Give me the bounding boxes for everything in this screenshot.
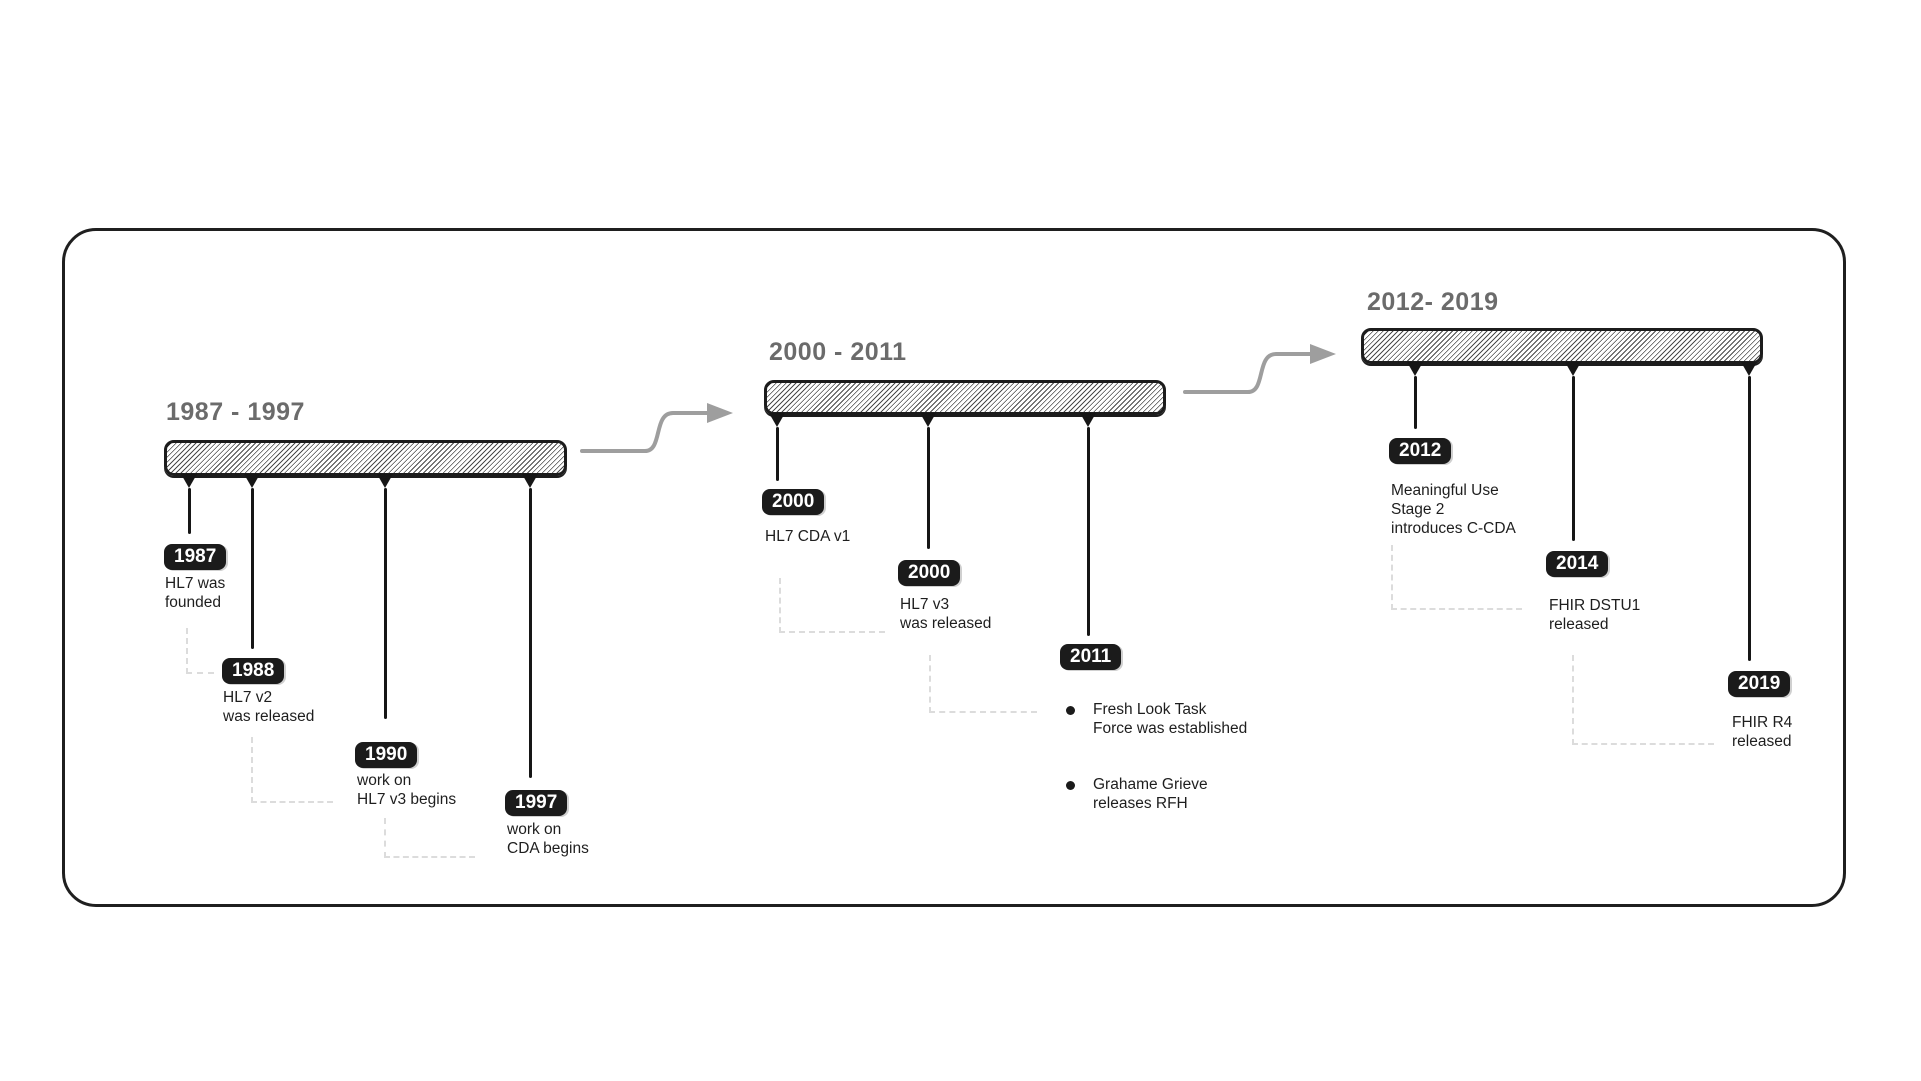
timeline-drop	[1564, 362, 1582, 541]
timeline-bar-1	[164, 440, 567, 476]
event-label-1987: HL7 was founded	[165, 575, 226, 611]
timeline-drop	[243, 474, 261, 649]
year-badge-1987: 1987	[164, 544, 227, 570]
event-label-1990: work on HL7 v3 begins	[357, 772, 457, 808]
flow-arrow-icon	[580, 403, 733, 453]
drop-tip-icon	[522, 474, 538, 488]
drop-tip-icon	[920, 413, 936, 427]
drop-tip-icon	[1565, 362, 1581, 376]
dashed-connector	[1572, 655, 1714, 745]
dashed-connector	[384, 818, 475, 858]
event-label-2014: FHIR DSTU1 released	[1549, 597, 1641, 633]
timeline-drop	[180, 474, 198, 534]
event-label-2019: FHIR R4 released	[1732, 714, 1793, 750]
event-label-2000b: HL7 v3 was released	[900, 596, 992, 632]
year-badge-1988: 1988	[222, 658, 285, 684]
event-label-1988: HL7 v2 was released	[223, 689, 315, 725]
year-badge-2011: 2011	[1060, 644, 1122, 670]
dashed-connector	[779, 578, 885, 633]
timeline-drop	[1740, 362, 1758, 661]
drop-tip-icon	[1080, 413, 1096, 427]
drop-tip-icon	[1407, 362, 1423, 376]
timeline-drop	[376, 474, 394, 719]
timeline-drop	[1406, 362, 1424, 429]
drop-tip-icon	[769, 413, 785, 427]
timeline-drop	[1079, 413, 1097, 636]
drop-tip-icon	[181, 474, 197, 488]
year-badge-2014: 2014	[1546, 551, 1609, 577]
year-badge-2012: 2012	[1389, 438, 1452, 464]
timeline-bar-2	[764, 380, 1166, 415]
year-badge-2000a: 2000	[762, 489, 825, 515]
year-badge-2000b: 2000	[898, 560, 961, 586]
year-badge-1997: 1997	[505, 790, 568, 816]
drop-tip-icon	[377, 474, 393, 488]
section-heading-3: 2012- 2019	[1367, 288, 1499, 316]
bullet-item-1: Fresh Look Task Force was established	[1093, 701, 1248, 737]
year-badge-1990: 1990	[355, 742, 418, 768]
section-heading-2: 2000 - 2011	[769, 338, 907, 366]
drop-tip-icon	[1741, 362, 1757, 376]
bullet-dot-icon	[1066, 706, 1075, 715]
timeline-bar-3	[1361, 328, 1763, 364]
outer-frame	[62, 228, 1846, 907]
bullet-dot-icon	[1066, 781, 1075, 790]
section-heading-1: 1987 - 1997	[166, 398, 305, 426]
timeline-drop	[521, 474, 539, 778]
event-label-2012: Meaningful Use Stage 2 introduces C-CDA	[1391, 482, 1516, 537]
dashed-connector	[929, 655, 1037, 713]
timeline-drop	[919, 413, 937, 549]
timeline-drop	[768, 413, 786, 481]
dashed-connector	[186, 628, 214, 674]
bullet-item-2: Grahame Grieve releases RFH	[1093, 776, 1208, 812]
event-label-1997: work on CDA begins	[507, 821, 589, 857]
dashed-connector	[1391, 545, 1522, 610]
drop-tip-icon	[244, 474, 260, 488]
dashed-connector	[251, 737, 333, 803]
flow-arrow-icon	[1183, 344, 1336, 394]
event-label-2000a: HL7 CDA v1	[765, 528, 851, 545]
year-badge-2019: 2019	[1728, 671, 1791, 697]
